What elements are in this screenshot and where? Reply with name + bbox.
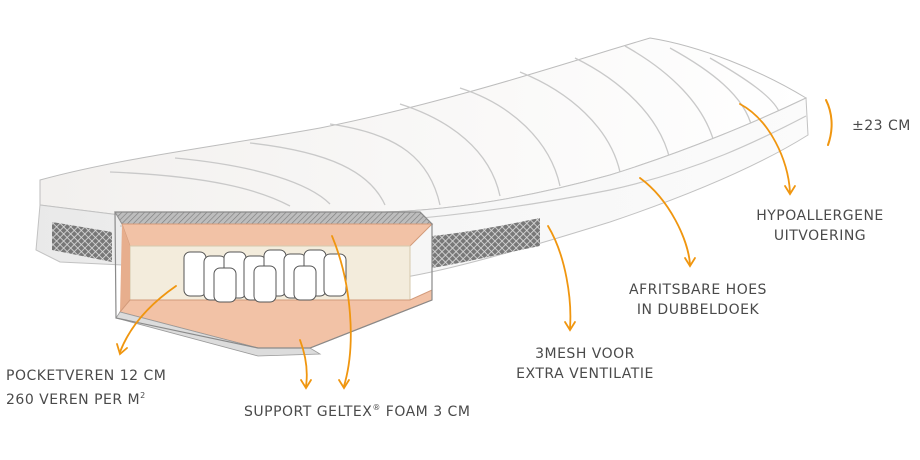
mattress-body bbox=[35, 37, 809, 357]
arrow-geltex-right bbox=[331, 235, 352, 387]
label-support-geltex: SUPPORT GELTEX® FOAM 3 CM bbox=[244, 398, 470, 422]
callout-arrows bbox=[116, 103, 796, 390]
label-cover-line2: IN DUBBELDOEK bbox=[636, 302, 760, 318]
pocket-springs bbox=[183, 249, 347, 303]
label-hypoallergenic: HYPOALLERGENE UITVOERING bbox=[755, 206, 885, 246]
arrow-hypo bbox=[739, 103, 791, 193]
arrow-geltex-right-head bbox=[338, 379, 350, 390]
arrow-geltex-left-head bbox=[300, 379, 312, 390]
label-pocket-line2: 260 VEREN PER M2 bbox=[6, 386, 166, 410]
label-3mesh: 3MESH VOOR EXTRA VENTILATIE bbox=[510, 344, 660, 384]
arrow-mesh-head bbox=[564, 321, 576, 332]
label-pocket-line1: POCKETVEREN 12 CM bbox=[6, 368, 167, 384]
label-mesh-line1: 3MESH VOOR bbox=[535, 346, 635, 362]
label-pocket-springs: POCKETVEREN 12 CM 260 VEREN PER M2 bbox=[6, 366, 166, 410]
arrow-mesh bbox=[547, 225, 572, 329]
mesh-band-left bbox=[52, 222, 112, 262]
label-pocket-line2-text: 260 VEREN PER M bbox=[6, 392, 141, 408]
arrow-pocket bbox=[119, 285, 177, 353]
label-geltex-sup: ® bbox=[372, 403, 381, 412]
label-mesh-line2: EXTRA VENTILATIE bbox=[516, 366, 654, 382]
label-height: ±23 CM bbox=[852, 118, 911, 134]
label-removable-cover: AFRITSBARE HOES IN DUBBELDOEK bbox=[622, 280, 774, 320]
cross-section-outline bbox=[114, 211, 433, 349]
arrow-geltex-left bbox=[299, 339, 308, 387]
label-cover-line1: AFRITSBARE HOES bbox=[629, 282, 767, 298]
foam-top bbox=[121, 223, 434, 247]
mesh-band-right bbox=[432, 218, 540, 268]
cover-top-layer bbox=[114, 211, 434, 225]
label-geltex-a: SUPPORT GELTEX bbox=[244, 404, 373, 420]
label-pocket-sup: 2 bbox=[140, 391, 146, 400]
height-bracket bbox=[825, 99, 833, 146]
label-hypo-line1: HYPOALLERGENE bbox=[756, 208, 884, 224]
foam-side-left bbox=[120, 224, 130, 312]
label-geltex-b: FOAM 3 CM bbox=[380, 404, 471, 420]
arrow-cover-head bbox=[684, 257, 696, 268]
arrow-hypo-head bbox=[784, 185, 796, 196]
label-hypo-line2: UITVOERING bbox=[773, 228, 867, 244]
arrow-cover bbox=[639, 177, 691, 265]
arrow-pocket-head bbox=[116, 343, 128, 356]
quilting-lines bbox=[109, 45, 781, 207]
